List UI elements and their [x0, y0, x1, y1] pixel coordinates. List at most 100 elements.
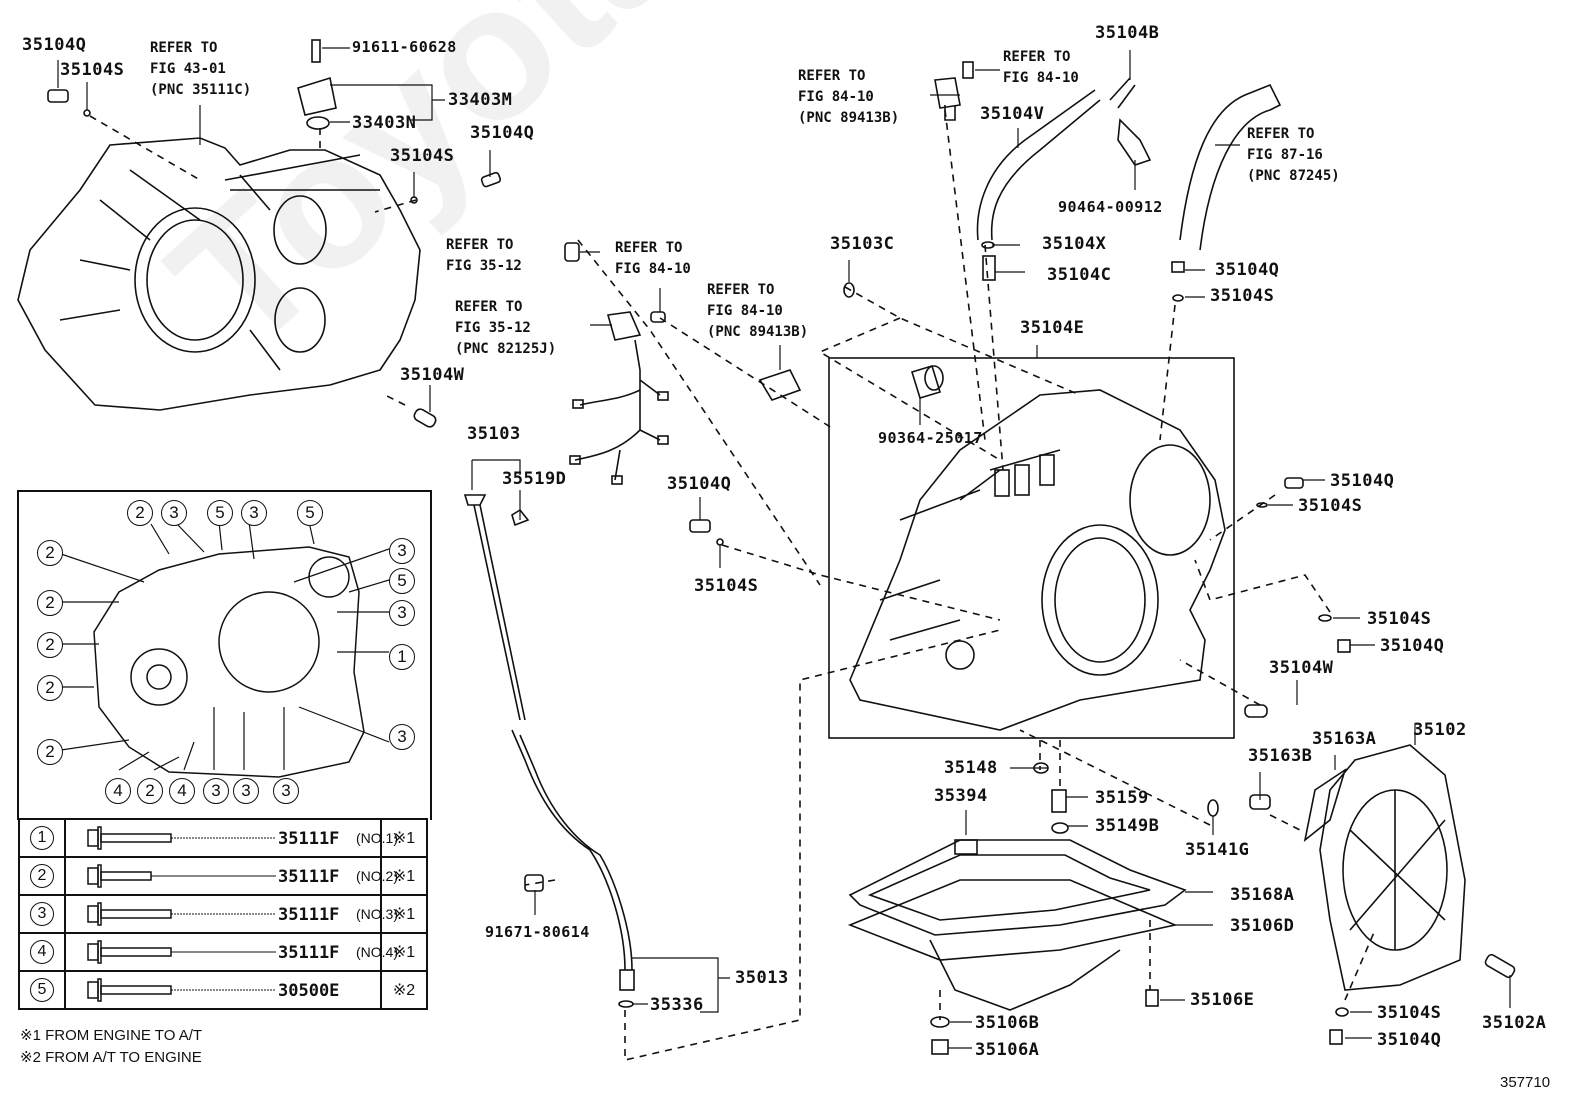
dipstick-35103-drawing	[463, 494, 635, 991]
bolt-icon	[87, 978, 276, 1002]
part-label-35104S[interactable]: 35104S	[694, 576, 759, 596]
part-label-35104S[interactable]: 35104S	[1377, 1003, 1442, 1023]
footnote-2: ※2 FROM A/T TO ENGINE	[20, 1049, 202, 1066]
part-label-90464-00912[interactable]: 90464-00912	[1058, 198, 1163, 216]
part-label-35163B[interactable]: 35163B	[1248, 746, 1313, 766]
part-label-33403M[interactable]: 33403M	[448, 90, 513, 110]
refer-fig-35-12[interactable]: REFER TO FIG 35-12	[446, 237, 522, 274]
part-label-35104S[interactable]: 35104S	[60, 60, 125, 80]
part-label-35104W[interactable]: 35104W	[400, 365, 465, 385]
bolt-part-number[interactable]: 35111F	[278, 905, 340, 925]
part-label-35104E[interactable]: 35104E	[1020, 318, 1085, 338]
bolt-callout-3: 3	[233, 778, 259, 804]
bolt-number: 5	[18, 970, 66, 1010]
part-label-35106A[interactable]: 35106A	[975, 1040, 1040, 1060]
part-label-35104Q[interactable]: 35104Q	[470, 123, 535, 143]
part-label-35104S[interactable]: 35104S	[1298, 496, 1363, 516]
bolt-size-label: (NO.2)	[356, 868, 398, 884]
part-label-35104Q[interactable]: 35104Q	[667, 474, 732, 494]
side-cover-35102-drawing	[1303, 744, 1466, 991]
bolt-callout-3: 3	[241, 500, 267, 526]
bolt-callout-3: 3	[203, 778, 229, 804]
bolt-number: 4	[18, 932, 66, 972]
bolt-callout-5: 5	[207, 500, 233, 526]
bolt-part-number[interactable]: 35111F	[278, 943, 340, 963]
part-label-90364-25017[interactable]: 90364-25017	[878, 429, 983, 447]
part-label-35104C[interactable]: 35104C	[1047, 265, 1112, 285]
part-label-35104Q[interactable]: 35104Q	[1377, 1030, 1442, 1050]
part-label-35102[interactable]: 35102	[1413, 720, 1467, 740]
part-label-33403N[interactable]: 33403N	[352, 113, 417, 133]
part-label-35104X[interactable]: 35104X	[1042, 234, 1107, 254]
bolt-icon	[87, 826, 276, 850]
part-label-91611-60628[interactable]: 91611-60628	[352, 38, 457, 56]
bolt-icon	[87, 902, 276, 926]
bolt-callout-2: 2	[127, 500, 153, 526]
refer-fig-35-12-pnc-82125J[interactable]: REFER TO FIG 35-12 (PNC 82125J)	[455, 299, 557, 357]
bolt-callout-2: 2	[37, 590, 63, 616]
part-label-35336[interactable]: 35336	[650, 995, 704, 1015]
part-label-35102A[interactable]: 35102A	[1482, 1013, 1547, 1033]
part-label-91671-80614[interactable]: 91671-80614	[485, 923, 590, 941]
bolt-callout-1: 1	[389, 644, 415, 670]
housing-outline-inset	[60, 521, 390, 778]
part-label-35106D[interactable]: 35106D	[1230, 916, 1295, 936]
part-label-35104B[interactable]: 35104B	[1095, 23, 1160, 43]
breather-hose-35104V	[976, 89, 1101, 241]
part-label-35013[interactable]: 35013	[735, 968, 789, 988]
bolt-part-number[interactable]: 35111F	[278, 829, 340, 849]
bolt-callout-5: 5	[389, 568, 415, 594]
part-label-35104V[interactable]: 35104V	[980, 104, 1045, 124]
part-label-35106B[interactable]: 35106B	[975, 1013, 1040, 1033]
refer-fig-87-16-pnc-87245[interactable]: REFER TO FIG 87-16 (PNC 87245)	[1247, 126, 1340, 184]
part-label-35104Q[interactable]: 35104Q	[1380, 636, 1445, 656]
part-label-35148[interactable]: 35148	[944, 758, 998, 778]
bolt-size-label: (NO.3)	[356, 906, 398, 922]
transaxle-housing-drawing	[17, 137, 421, 411]
part-label-35149B[interactable]: 35149B	[1095, 816, 1160, 836]
part-label-35106E[interactable]: 35106E	[1190, 990, 1255, 1010]
bolt-callout-2: 2	[137, 778, 163, 804]
wire-harness-drawing	[569, 311, 669, 485]
part-label-35103C[interactable]: 35103C	[830, 234, 895, 254]
refer-fig-84-10[interactable]: REFER TO FIG 84-10	[1003, 49, 1079, 86]
part-label-35104Q[interactable]: 35104Q	[22, 35, 87, 55]
part-label-35104Q[interactable]: 35104Q	[1330, 471, 1395, 491]
transmission-case-drawing	[849, 389, 1226, 731]
part-label-35103[interactable]: 35103	[467, 424, 521, 444]
refer-fig-84-10[interactable]: REFER TO FIG 84-10	[615, 240, 691, 277]
part-label-35104S[interactable]: 35104S	[1210, 286, 1275, 306]
part-label-35168A[interactable]: 35168A	[1230, 885, 1295, 905]
bolt-size-label: (NO.4)	[356, 944, 398, 960]
refer-fig-43-01[interactable]: REFER TO FIG 43-01 (PNC 35111C)	[150, 40, 252, 98]
refer-fig-84-10-pnc-89413B[interactable]: REFER TO FIG 84-10 (PNC 89413B)	[707, 282, 809, 340]
part-label-35159[interactable]: 35159	[1095, 788, 1149, 808]
part-label-35163A[interactable]: 35163A	[1312, 729, 1377, 749]
bolt-callout-3: 3	[389, 538, 415, 564]
bolt-callout-2: 2	[37, 632, 63, 658]
bolt-callout-3: 3	[389, 724, 415, 750]
bolt-description: 35111F(NO.1)	[64, 818, 398, 858]
bolt-part-number[interactable]: 30500E	[278, 981, 340, 1001]
bolt-callout-2: 2	[37, 739, 63, 765]
part-label-35104S[interactable]: 35104S	[390, 146, 455, 166]
bolt-direction-note: ※1	[380, 894, 428, 934]
part-label-35104S[interactable]: 35104S	[1367, 609, 1432, 629]
part-label-35394[interactable]: 35394	[934, 786, 988, 806]
bolt-callout-3: 3	[273, 778, 299, 804]
bolt-icon	[87, 864, 276, 888]
part-label-35104W[interactable]: 35104W	[1269, 658, 1334, 678]
bolt-direction-note: ※1	[380, 818, 428, 858]
oil-pan-drawing	[847, 839, 1187, 1011]
part-label-35104Q[interactable]: 35104Q	[1215, 260, 1280, 280]
bolt-part-number[interactable]: 35111F	[278, 867, 340, 887]
part-label-35519D[interactable]: 35519D	[502, 469, 567, 489]
part-label-35141G[interactable]: 35141G	[1185, 840, 1250, 860]
refer-fig-84-10-pnc-89413B[interactable]: REFER TO FIG 84-10 (PNC 89413B)	[798, 68, 900, 126]
